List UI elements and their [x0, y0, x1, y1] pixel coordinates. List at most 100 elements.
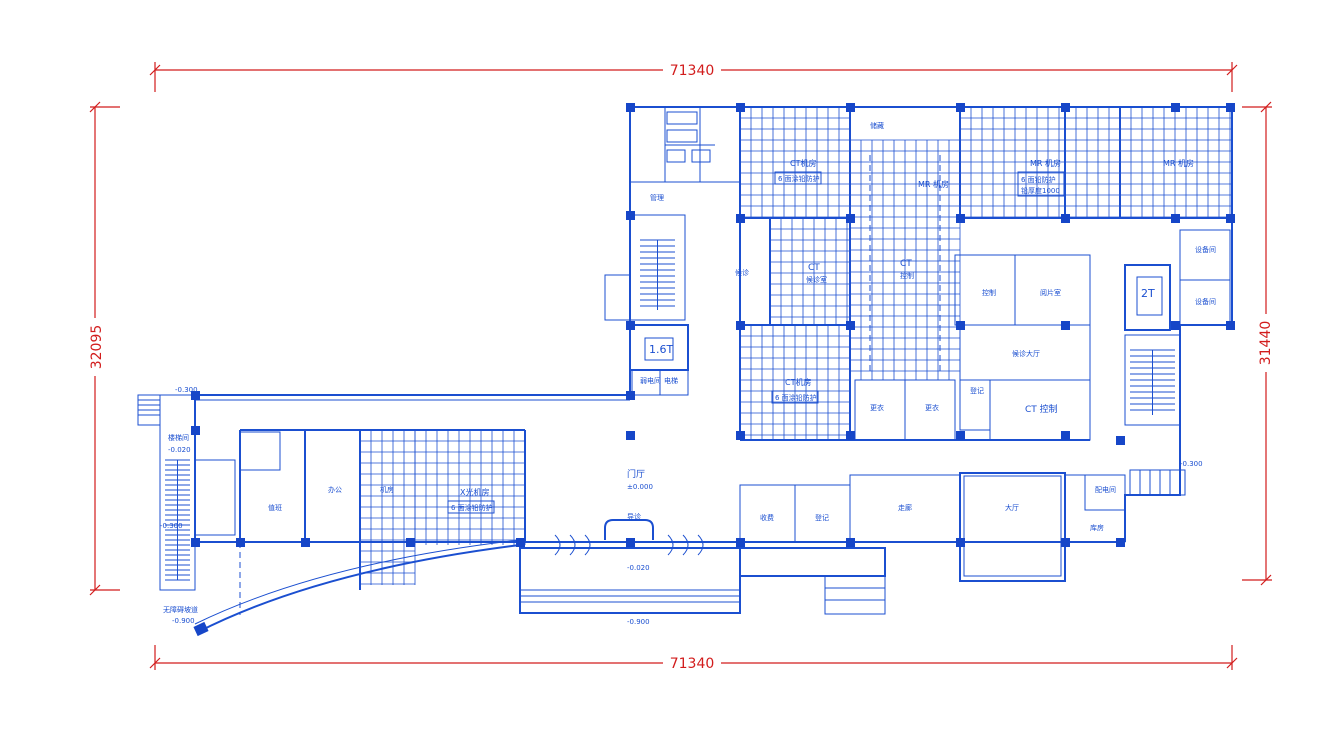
column-marker: [301, 538, 310, 547]
column-marker: [191, 538, 200, 547]
column-marker: [1226, 103, 1235, 112]
column-marker: [1061, 321, 1070, 330]
dimension-top-label: 71340: [670, 63, 715, 79]
dimension-right: 31440: [1242, 101, 1276, 586]
dimension-right-label: 31440: [1258, 321, 1274, 366]
column-marker: [1061, 538, 1070, 547]
lead-grid-room-7: [359, 429, 416, 585]
column-marker: [956, 431, 965, 440]
column-marker: [1116, 538, 1125, 547]
ct-lower-label: CT机房: [785, 377, 811, 387]
guide-label: 导诊: [627, 512, 641, 521]
elev-label: 电梯: [664, 376, 678, 385]
pump-label: 弱电间: [640, 376, 661, 385]
column-marker: [1171, 214, 1180, 223]
staircase: [165, 459, 190, 581]
ramp-level: -0.900: [172, 617, 195, 625]
staircase: [1130, 349, 1175, 415]
ct-room-top-note: 6 面涂铅防护: [778, 174, 820, 183]
column-marker: [1226, 214, 1235, 223]
column-marker: [736, 214, 745, 223]
dimension-top: 71340: [149, 60, 1238, 92]
ramp-label: 无障碍坡道: [163, 605, 198, 614]
control-label: 控制: [982, 288, 996, 297]
cashier-label: 收费: [760, 513, 774, 522]
corridor2-label: 走廊: [898, 503, 912, 512]
column-marker: [1226, 321, 1235, 330]
column-marker: [736, 538, 745, 547]
dimension-bottom: 71340: [149, 645, 1238, 672]
column-marker: [406, 538, 415, 547]
lead-grid-room-2: [1064, 106, 1121, 218]
column-marker: [736, 321, 745, 330]
mr-room-mid-label: MR 机房: [918, 179, 949, 189]
column-marker: [956, 538, 965, 547]
column-marker: [1171, 103, 1180, 112]
lab-label: 库房: [1090, 523, 1104, 532]
elevator-2-label: 2T: [1141, 287, 1155, 300]
corridor-label: 候诊: [735, 268, 749, 277]
column-marker: [626, 321, 635, 330]
lead-grid-room-6: [739, 324, 851, 440]
column-marker: [846, 431, 855, 440]
ct-center-label: CT: [900, 259, 912, 269]
interior-walls: [137, 106, 1232, 615]
column-marker: [626, 103, 635, 112]
column-marker: [626, 538, 635, 547]
office1-label: 值班: [268, 503, 282, 512]
waiting-hall-label: 候诊大厅: [1012, 349, 1040, 358]
east-level: -0.300: [1180, 460, 1203, 468]
level-b: -0.020: [168, 446, 191, 454]
column-marker: [191, 391, 200, 400]
stairs-note: 楼梯间: [168, 433, 189, 442]
entrance-doors: [554, 519, 704, 556]
column-marker: [846, 321, 855, 330]
column-marker: [236, 538, 245, 547]
storage-label: 机房: [380, 485, 394, 494]
level-c: -0.300: [160, 522, 183, 530]
xray-room-label: X光机房: [460, 487, 489, 497]
dimension-left-label: 32095: [89, 325, 105, 370]
readroom-label: 阅片室: [1040, 288, 1061, 297]
lobby-label: 大厅: [1005, 503, 1019, 512]
restroom-label: 登记: [970, 386, 984, 395]
column-marker: [736, 103, 745, 112]
lead-grid-room-0: [739, 106, 851, 218]
column-marker: [736, 431, 745, 440]
dressing-label: 更衣: [870, 403, 884, 412]
column-marker: [1061, 214, 1070, 223]
equip-label: 设备间: [1195, 245, 1216, 254]
ct-mid-label: CT: [808, 263, 820, 273]
office2-label: 办公: [328, 485, 342, 494]
power-label: 配电间: [1095, 485, 1116, 494]
column-marker: [956, 103, 965, 112]
elevator-1-label: 1.6T: [649, 343, 673, 356]
column-marker: [1171, 321, 1180, 330]
column-marker: [846, 538, 855, 547]
room-labels: CT机房 6 面涂铅防护 MR 机房 MR 机房 6 面铅防护 铅厚度1000 …: [160, 121, 1216, 626]
mr-room-right-note2: 铅厚度1000: [1021, 186, 1060, 195]
column-marker: [1061, 103, 1070, 112]
hall-label: 门厅: [627, 468, 645, 480]
column-marker: [1116, 436, 1125, 445]
equip2-label: 设备间: [1195, 297, 1216, 306]
column-marker: [516, 538, 525, 547]
column-marker: [956, 321, 965, 330]
dimension-bottom-label: 71340: [670, 656, 715, 672]
column-marker: [626, 431, 635, 440]
column-marker: [846, 214, 855, 223]
dressing2-label: 更衣: [925, 403, 939, 412]
ct-small-label: CT 控制: [1025, 403, 1058, 415]
mr-room-right-label: MR 机房: [1030, 158, 1061, 168]
reg-label: 登记: [815, 513, 829, 522]
column-marker: [1061, 431, 1070, 440]
column-marker: [846, 103, 855, 112]
mr-room-right-note: 6 面铅防护: [1021, 175, 1056, 184]
column-marker: [956, 214, 965, 223]
level-a: -0.300: [175, 386, 198, 394]
ct-center-sub: 控制: [900, 271, 914, 280]
dimension-left: 32095: [85, 101, 120, 596]
mgmt-label: 管理: [650, 193, 664, 202]
xray-room-note: 6 面涂铅防护: [451, 503, 493, 512]
ct-mid-sub: 候诊室: [806, 275, 827, 284]
